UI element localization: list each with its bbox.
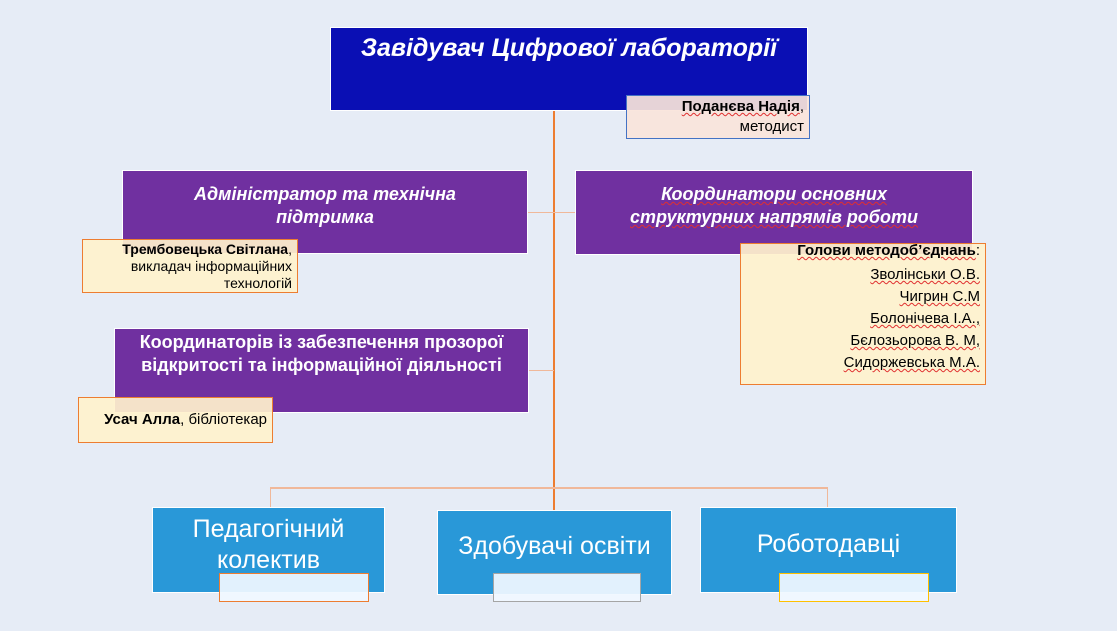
admin-role: викладач інформаційних технологій: [130, 258, 292, 291]
connector-groups: [270, 487, 828, 489]
connector-admin: [528, 212, 575, 213]
transparency-name: Усач Алла: [104, 411, 181, 428]
transparency-title: Координаторів із забезпечення прозорої в…: [139, 332, 504, 375]
head-box: Завідувач Цифрової лабораторії: [330, 27, 808, 111]
group-label: Роботодавці: [756, 529, 901, 558]
transparency-role: бібліотекар: [188, 411, 267, 428]
head-name: Поданєва Надія: [681, 98, 800, 115]
member: Сидоржевська М.А.: [843, 354, 980, 371]
admin-box: Адміністратор та технічна підтримка: [122, 170, 528, 254]
coordinators-box: Координатори основних структурних напрям…: [575, 170, 973, 255]
member: Зволінськи О.В.: [870, 266, 980, 283]
group-label: Здобувачі освіти: [458, 532, 651, 560]
connector-main: [553, 111, 555, 511]
member: Болонічева І.А.,: [870, 310, 980, 327]
coordinators-title: Координатори основних структурних напрям…: [630, 184, 918, 227]
connector-group-3: [827, 487, 828, 507]
admin-note: Трембовецька Світлана, викладач інформац…: [82, 239, 298, 293]
connector-group-1: [270, 487, 271, 507]
member: Бєлозьорова В. М,: [850, 332, 980, 349]
transparency-box: Координаторів із забезпечення прозорої в…: [114, 328, 529, 413]
head-note: Поданєва Надія, методист: [626, 95, 810, 139]
coordinators-note: Голови методоб’єднань: Зволінськи О.В. Ч…: [740, 243, 986, 385]
group-students-note: [493, 573, 641, 602]
group-label: Педагогічний колектив: [192, 515, 345, 574]
admin-name: Трембовецька Світлана: [122, 241, 289, 257]
group-teachers-note: [219, 573, 369, 602]
group-employers-note: [779, 573, 929, 602]
member: Чигрин С.М: [899, 288, 980, 305]
connector-transparency: [528, 370, 554, 371]
coordinators-heading: Голови методоб’єднань: [797, 242, 976, 259]
head-role: методист: [739, 118, 804, 135]
transparency-note: Усач Алла, бібліотекар: [78, 397, 273, 443]
admin-title: Адміністратор та технічна підтримка: [194, 184, 456, 227]
